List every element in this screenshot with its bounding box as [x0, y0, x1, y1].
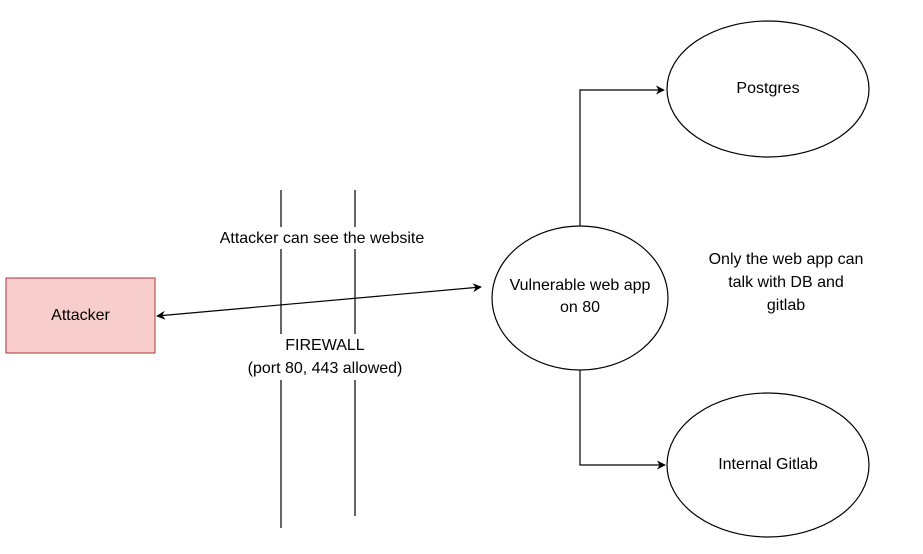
note-line-2: talk with DB and [728, 274, 844, 291]
note-line-1: Only the web app can [709, 251, 864, 268]
attacker-node[interactable] [5, 277, 156, 354]
webapp-gitlab-connector [579, 370, 666, 470]
gitlab-label: Internal Gitlab [718, 456, 818, 473]
attacker-webapp-connector [156, 283, 482, 320]
web-app-label-line-2: on 80 [560, 299, 600, 316]
web-app-label-line-1: Vulnerable web app [510, 277, 651, 294]
firewall-label-line-1: FIREWALL [285, 337, 365, 354]
postgres-node[interactable] [666, 20, 870, 158]
webapp-postgres-connector [579, 85, 665, 226]
firewall-label-background [226, 334, 426, 380]
attacker-label: Attacker [51, 307, 110, 324]
firewall-label-line-2: (port 80, 443 allowed) [248, 360, 403, 377]
postgres-label: Postgres [736, 80, 799, 97]
note-line-3: gitlab [767, 297, 805, 314]
web-app-node[interactable] [491, 225, 669, 371]
top-label: Attacker can see the website [220, 230, 425, 247]
gitlab-node[interactable] [666, 392, 870, 538]
top-label-background [202, 227, 442, 249]
